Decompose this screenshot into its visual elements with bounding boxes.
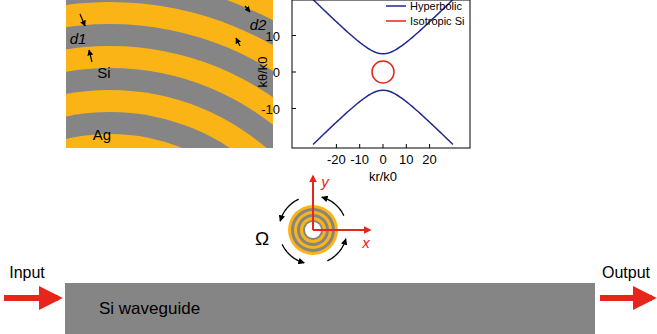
material-label: Ag xyxy=(93,127,111,142)
tick-label: -10 xyxy=(350,153,369,166)
thickness-arrows xyxy=(80,6,250,62)
tick-label: 0 xyxy=(379,153,386,166)
axis-name: y xyxy=(321,174,329,189)
axis-title: kr/k0 xyxy=(369,170,397,183)
legend-text: Hyperbolic xyxy=(410,1,462,12)
dimension-label: d2 xyxy=(250,17,267,32)
tick-label: 10 xyxy=(266,29,280,42)
legend-line xyxy=(386,20,406,22)
tick-label: 20 xyxy=(422,153,436,166)
port-label: Output xyxy=(602,265,650,281)
rotation-symbol: Ω xyxy=(255,229,269,248)
dimension-label: d1 xyxy=(70,31,87,46)
tick-label: -20 xyxy=(327,153,346,166)
axis-name: x xyxy=(362,235,370,250)
tick-label: -10 xyxy=(261,102,280,115)
multilayer-panel xyxy=(66,0,273,148)
waveguide-label: Si waveguide xyxy=(99,299,200,319)
waveguide-bar: Si waveguide xyxy=(65,283,595,334)
tick-label: 10 xyxy=(399,153,413,166)
axis-title: kθ/k0 xyxy=(256,56,269,87)
material-label: Si xyxy=(97,65,110,80)
port-label: Input xyxy=(9,265,45,281)
legend-line xyxy=(386,5,406,7)
dispersion-plot xyxy=(292,0,470,148)
legend-text: Isotropic Si xyxy=(410,16,464,27)
tick-label: 0 xyxy=(273,66,280,79)
